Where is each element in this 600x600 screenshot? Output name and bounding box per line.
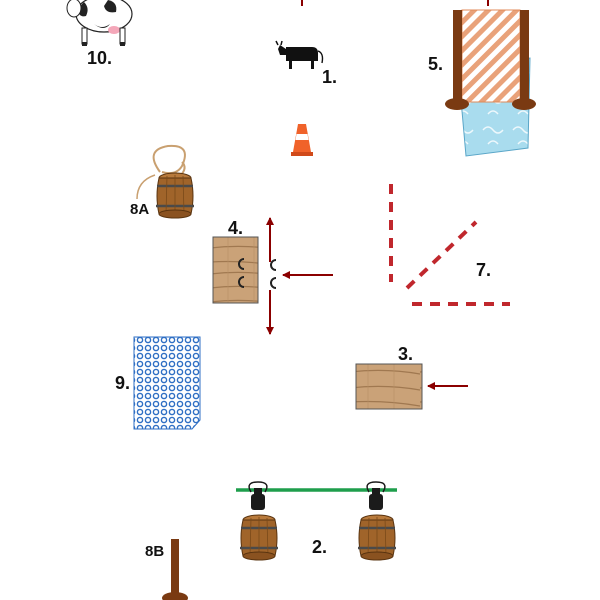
barrel-8a-icon	[154, 171, 196, 220]
post-8b-icon	[162, 539, 188, 600]
bridge-posts	[445, 10, 536, 110]
horseshoe-icons	[238, 258, 277, 289]
traffic-cone-icon	[291, 124, 313, 156]
station-8a-label: 8A	[130, 201, 149, 218]
station-3-label: 3.	[398, 344, 413, 364]
poles-7	[389, 184, 510, 306]
cow-image	[66, 0, 133, 46]
station-1-label: 1.	[322, 67, 337, 87]
station-5-label: 5.	[428, 54, 443, 74]
bridge-plank	[461, 9, 521, 103]
barrel-left-icon	[238, 513, 280, 562]
churn-right-icon	[366, 481, 386, 511]
blue-mat-9	[133, 336, 201, 430]
station-10-label: 10.	[87, 48, 112, 68]
station-2-label: 2.	[312, 537, 327, 557]
cow-silhouette-icon	[275, 40, 324, 69]
station-4-label: 4.	[228, 218, 243, 238]
station-7-label: 7.	[476, 260, 491, 280]
wood-board-3	[355, 363, 423, 410]
barrel-right-icon	[356, 513, 398, 562]
station-8b-label: 8B	[145, 543, 164, 560]
station-9-label: 9.	[115, 373, 130, 393]
wood-board-4	[212, 236, 259, 304]
churn-left-icon	[248, 481, 268, 511]
